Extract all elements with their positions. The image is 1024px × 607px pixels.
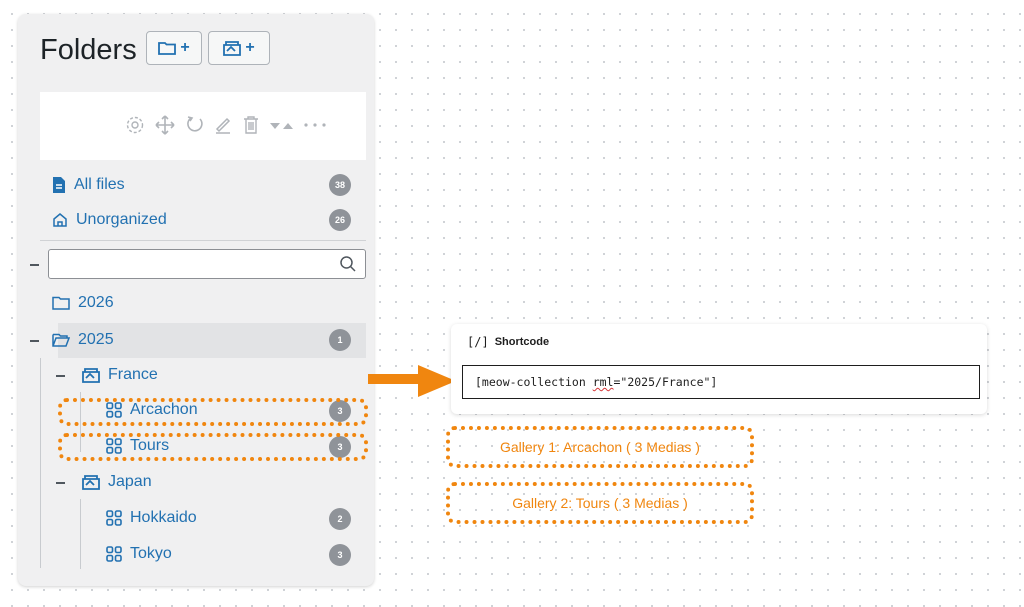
nav-all-files[interactable]: All files — [52, 176, 125, 194]
tree-collection-france[interactable]: France — [82, 366, 158, 384]
tree-label: Japan — [108, 473, 152, 490]
code-suffix: ="2025/France"] — [613, 375, 718, 389]
tree-folder-2025[interactable]: 2025 — [52, 331, 114, 349]
tree-line — [80, 499, 81, 569]
tree-gallery-arcachon[interactable]: Arcachon — [106, 401, 198, 419]
tree-label: Arcachon — [130, 401, 198, 418]
count-badge: 3 — [329, 436, 351, 458]
tree-gallery-tokyo[interactable]: Tokyo — [106, 545, 172, 563]
add-collection-button[interactable]: + — [208, 31, 270, 65]
collection-icon — [223, 40, 242, 56]
search-input[interactable] — [55, 250, 329, 278]
highlight-arcachon — [58, 398, 368, 426]
tree-gallery-hokkaido[interactable]: Hokkaido — [106, 509, 197, 527]
folder-icon — [52, 296, 70, 310]
shortcode-input[interactable]: [meow-collection rml="2025/France"] — [462, 365, 980, 399]
nav-label: Unorganized — [76, 211, 167, 228]
add-folder-plus: + — [180, 39, 190, 56]
tree-label: Tours — [130, 437, 170, 454]
gallery-grid-icon — [106, 546, 122, 562]
arrow-right-icon — [368, 364, 458, 398]
collapse-all-icon[interactable] — [30, 264, 39, 266]
gallery-1-label: Gallery 1: Arcachon ( 3 Medias ) — [446, 426, 754, 468]
gallery-grid-icon — [106, 510, 122, 526]
gallery-label-text: Gallery 2: Tours ( 3 Medias ) — [512, 495, 688, 511]
tree-label: Hokkaido — [130, 509, 197, 526]
nav-label: All files — [74, 176, 125, 193]
divider — [40, 240, 366, 241]
folder-icon — [158, 41, 177, 55]
more-icon[interactable] — [302, 114, 328, 136]
count-badge: 1 — [329, 329, 351, 351]
shortcode-title: Shortcode — [494, 336, 550, 348]
search-icon[interactable] — [339, 255, 357, 273]
folders-panel: Folders + + — [18, 14, 374, 586]
collapse-icon[interactable] — [56, 375, 65, 377]
collapse-icon[interactable] — [56, 482, 65, 484]
tree-gallery-tours[interactable]: Tours — [106, 437, 169, 455]
add-folder-button[interactable]: + — [146, 31, 202, 65]
count-badge: 2 — [329, 508, 351, 530]
nav-unorganized[interactable]: Unorganized — [52, 211, 167, 229]
move-icon[interactable] — [154, 114, 176, 136]
collection-icon — [82, 474, 100, 490]
gallery-label-text: Gallery 1: Arcachon ( 3 Medias ) — [500, 439, 700, 455]
shortcode-icon: [/] — [467, 335, 489, 349]
gallery-grid-icon — [106, 402, 122, 418]
sort-icon[interactable] — [268, 114, 296, 136]
tree-label: France — [108, 366, 158, 383]
shortcode-header: [/] Shortcode — [467, 335, 549, 349]
folder-open-icon — [52, 333, 70, 347]
code-attr: rml — [592, 375, 614, 389]
gear-icon[interactable] — [124, 114, 146, 136]
highlight-tours — [58, 433, 368, 461]
tree-collection-japan[interactable]: Japan — [82, 473, 152, 491]
selected-row-highlight — [58, 323, 366, 358]
file-icon — [52, 176, 66, 194]
tree-line — [40, 358, 41, 568]
collection-icon — [82, 367, 100, 383]
count-badge: 3 — [329, 400, 351, 422]
shortcode-block[interactable]: [/] Shortcode [meow-collection rml="2025… — [451, 324, 987, 414]
refresh-icon[interactable] — [184, 114, 206, 136]
tree-label: Tokyo — [130, 545, 172, 562]
search-field[interactable] — [48, 249, 366, 279]
code-prefix: [meow-collection — [475, 375, 593, 389]
panel-title: Folders — [40, 34, 137, 66]
count-badge: 26 — [329, 209, 351, 231]
tree-label: 2025 — [78, 331, 114, 348]
edit-icon[interactable] — [212, 114, 234, 136]
add-collection-plus: + — [245, 39, 255, 56]
home-icon — [52, 212, 68, 228]
tree-label: 2026 — [78, 294, 114, 311]
folder-toolbar — [40, 92, 366, 160]
collapse-icon[interactable] — [30, 340, 39, 342]
gallery-2-label: Gallery 2: Tours ( 3 Medias ) — [446, 482, 754, 524]
tree-folder-2026[interactable]: 2026 — [52, 294, 114, 312]
gallery-grid-icon — [106, 438, 122, 454]
trash-icon[interactable] — [240, 114, 262, 136]
count-badge: 3 — [329, 544, 351, 566]
count-badge: 38 — [329, 174, 351, 196]
